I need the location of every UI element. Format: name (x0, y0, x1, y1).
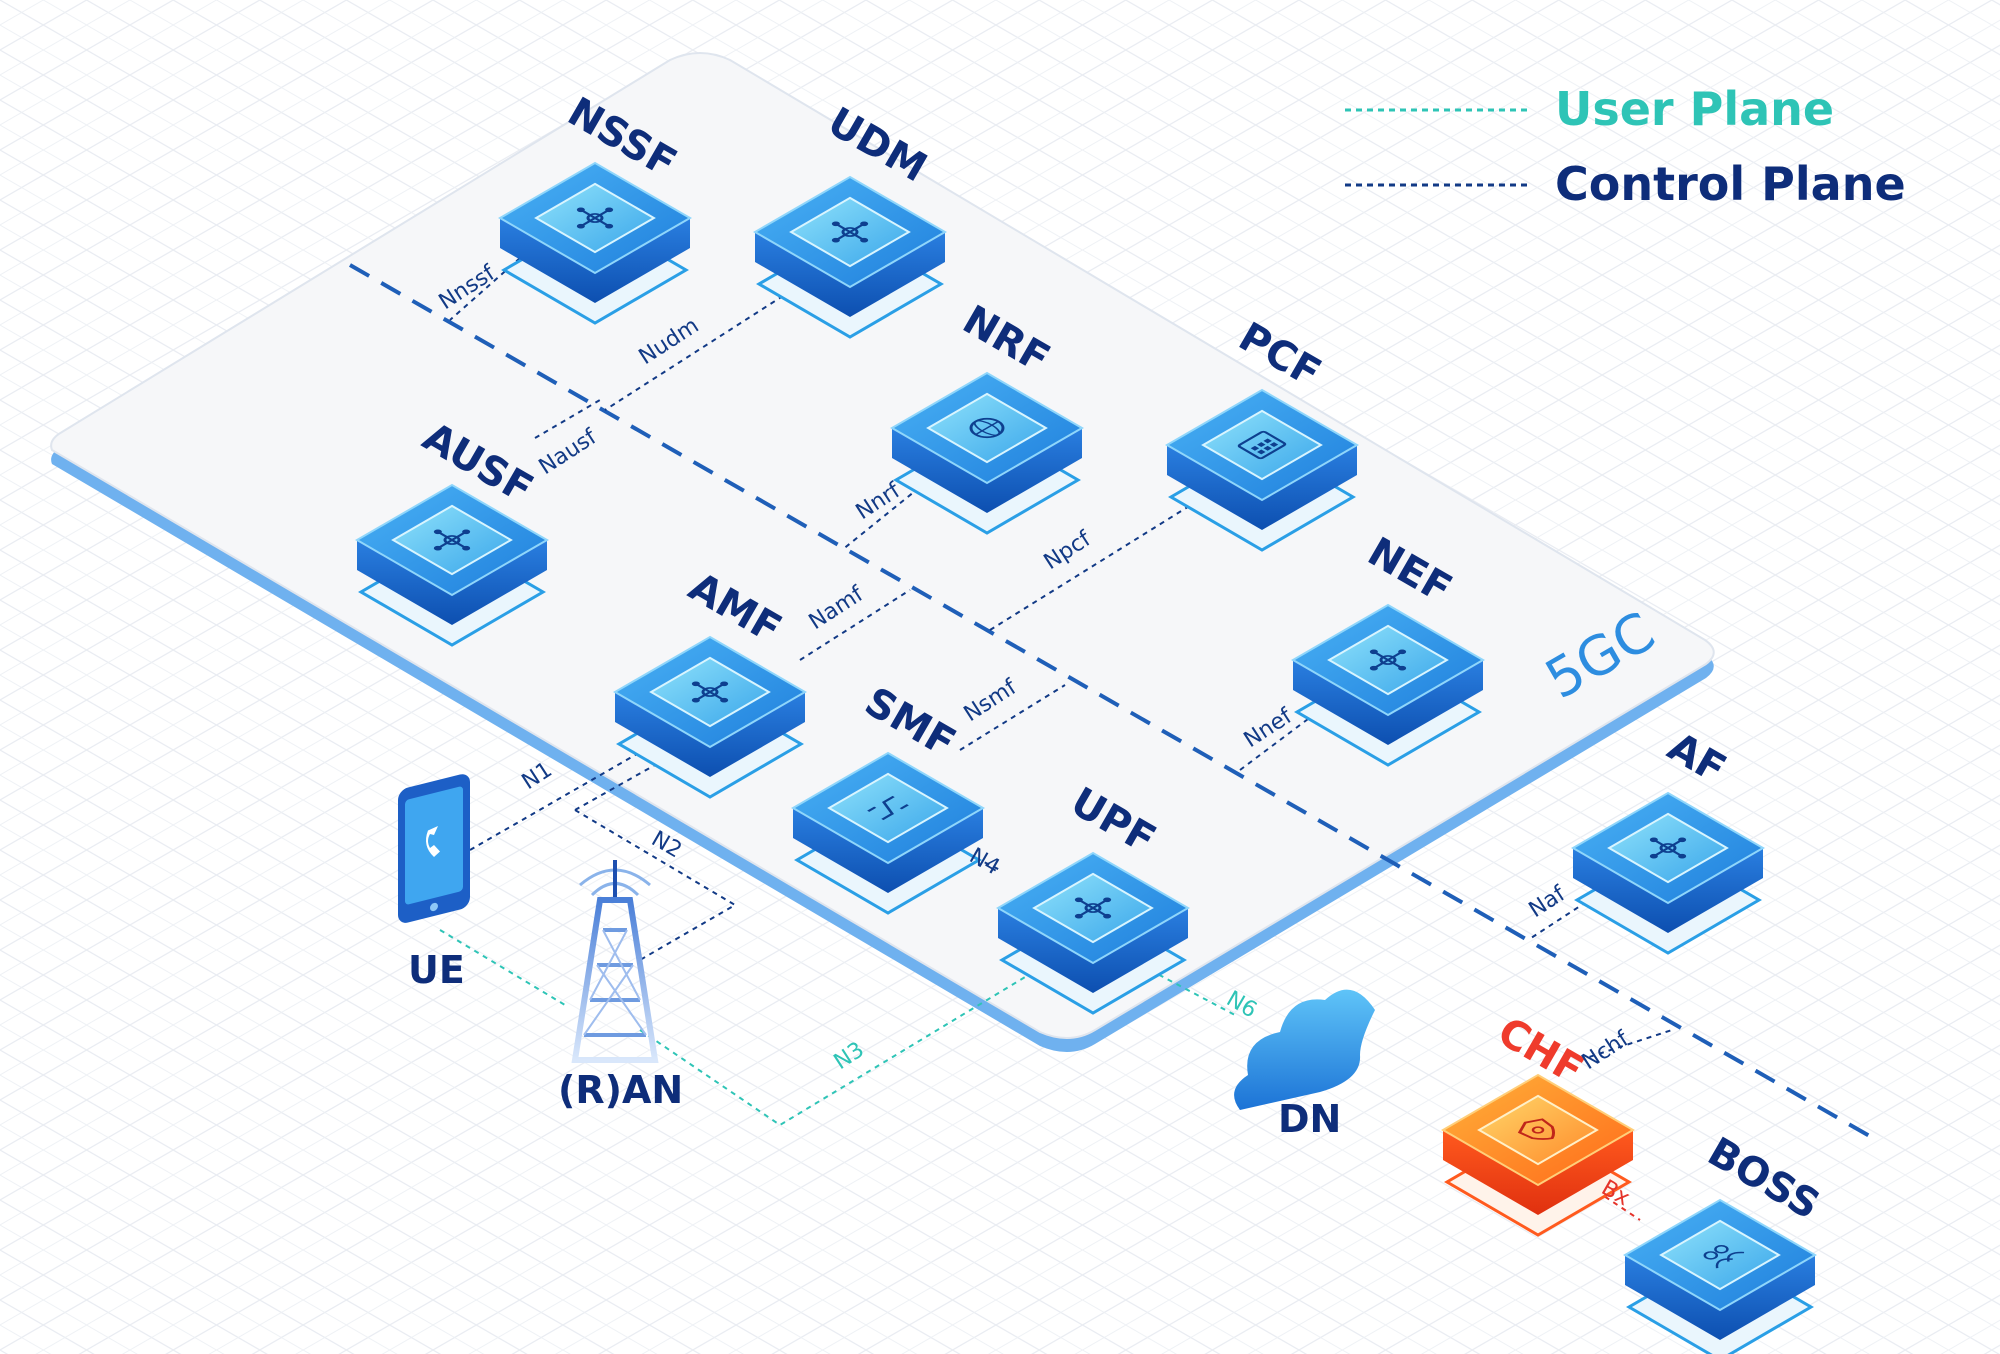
nf-block-side (500, 218, 690, 303)
naf-line (1527, 879, 1621, 941)
phone-icon (398, 774, 470, 923)
nf-node-amf[interactable]: AMF (613, 564, 807, 799)
antenna-tower-icon (571, 860, 659, 1063)
nf-block-side (755, 232, 945, 317)
ue-ran-line (439, 929, 566, 1006)
network-hub-icon (1369, 649, 1407, 671)
nsmf-line (959, 684, 1066, 751)
switch-icon (867, 795, 909, 821)
nf-block-side (892, 428, 1082, 513)
nchf-line (1579, 1029, 1673, 1061)
nf-node-ausf[interactable]: AUSF (355, 414, 549, 647)
network-hub-icon (831, 221, 869, 243)
nf-node-smf[interactable]: SMF (791, 679, 985, 915)
globe-icon (969, 417, 1005, 439)
users-icon (1703, 1245, 1745, 1269)
dn-label: DN (1278, 1097, 1341, 1141)
network-hub-icon (576, 207, 614, 229)
control-connectors (449, 257, 1673, 1061)
legend-control-plane: Control Plane (1555, 157, 1906, 211)
nf-block-inner (1477, 1094, 1599, 1166)
nf-block-side (1573, 848, 1763, 933)
ran-label: (R)AN (558, 1068, 683, 1112)
namf-line (799, 589, 911, 661)
network-hub-icon (691, 681, 729, 703)
n2-line-b (574, 809, 737, 961)
nf-block-side (357, 540, 547, 625)
nudm-line (604, 284, 801, 411)
legend-user-plane: User Plane (1555, 82, 1834, 136)
user-plane-connectors (439, 929, 1236, 1127)
nf-block-inner (1659, 1219, 1781, 1291)
nf-node-chf[interactable]: CHF (1441, 1009, 1635, 1237)
dn-cloud: DN (1234, 989, 1375, 1141)
network-hub-icon (1649, 837, 1687, 859)
nf-block-side (615, 692, 805, 777)
nf-block-side (1167, 445, 1357, 530)
nausf-line (534, 399, 601, 439)
shield-icon (1517, 1118, 1556, 1140)
core-network-platform (50, 52, 1715, 1053)
nf-block-side (1443, 1130, 1633, 1215)
nf-node-nssf[interactable]: NSSF (498, 89, 692, 325)
nf-block-side (1293, 660, 1483, 745)
legend: User Plane Control Plane (1345, 82, 1906, 211)
nf-block-side (1625, 1255, 1815, 1340)
network-hub-icon (1074, 897, 1112, 919)
service-bus-line (349, 263, 1881, 1144)
ue-label: UE (408, 948, 465, 992)
network-hub-icon (433, 529, 471, 551)
cloud-icon (1234, 989, 1375, 1110)
nf-block-side (998, 908, 1188, 993)
npcf-line (989, 489, 1216, 631)
ue-device: UE (398, 774, 470, 992)
ran-tower: (R)AN (558, 860, 683, 1112)
n6-line (1149, 969, 1236, 1016)
nf-block-side (793, 808, 983, 893)
